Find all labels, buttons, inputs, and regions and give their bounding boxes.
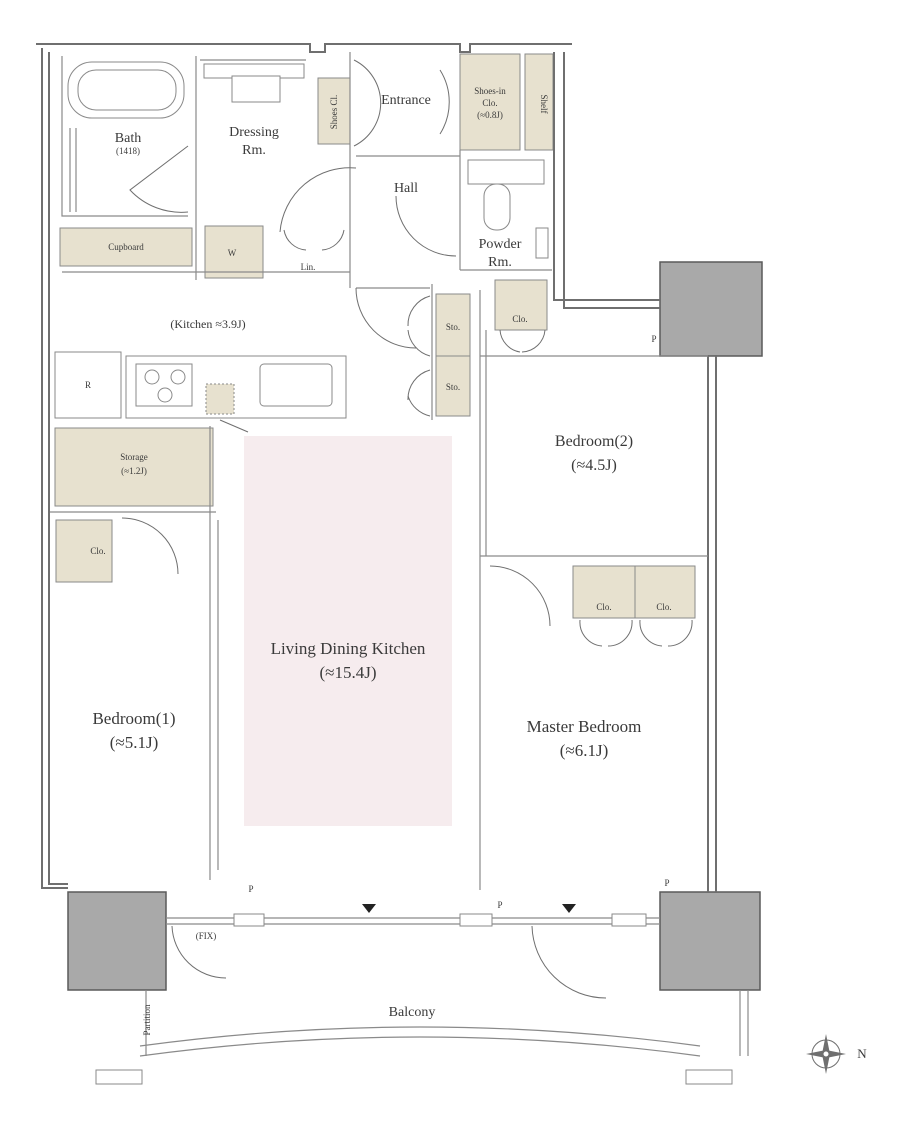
shoes-cl-label: Shoes Cl. (329, 95, 339, 130)
bedroom2-size: (≈4.5J) (571, 457, 617, 474)
bath-size: (1418) (116, 146, 140, 156)
window-markers (362, 904, 576, 913)
bedroom1-label: Bedroom(1) (92, 709, 175, 728)
sto-label-2: Sto. (446, 382, 460, 392)
clo-bedroom1-label: Clo. (90, 546, 105, 556)
hall-label: Hall (394, 181, 418, 196)
clo-master-label-2: Clo. (656, 602, 671, 612)
dressing-label-2: Rm. (242, 143, 266, 158)
interior-walls (50, 52, 708, 890)
entrance-label: Entrance (381, 93, 431, 108)
storage-label: Storage (120, 452, 148, 462)
door-swings (121, 59, 693, 999)
pipe-space-label-mid: P (497, 900, 502, 910)
compass-icon (806, 1034, 846, 1074)
master-bedroom-label: Master Bedroom (527, 717, 642, 736)
bath-label: Bath (115, 131, 141, 146)
vanity (203, 63, 305, 103)
bathtub (67, 61, 185, 212)
balcony-label: Balcony (389, 1005, 436, 1020)
pipe-space-label-top: P (651, 334, 656, 344)
clo-master-label-1: Clo. (596, 602, 611, 612)
bedroom2-label: Bedroom(2) (555, 433, 633, 450)
dressing-label: Dressing (229, 125, 279, 140)
powder-label-2: Rm. (488, 255, 512, 270)
balcony-rail (95, 990, 749, 1085)
storage-fills (54, 53, 696, 619)
bedroom1-size: (≈5.1J) (110, 733, 159, 752)
pipe-space-label-right: P (664, 878, 669, 888)
shoes-in-clo: Clo. (482, 98, 497, 108)
compass-north-label: N (857, 1046, 867, 1061)
kitchen-label: (Kitchen ≈3.9J) (170, 317, 245, 331)
ldk-label: Living Dining Kitchen (271, 639, 426, 658)
shoes-in-size: (≈0.8J) (477, 110, 503, 120)
powder-label: Powder (479, 237, 522, 252)
master-bedroom-size: (≈6.1J) (560, 741, 609, 760)
ldk-size: (≈15.4J) (319, 663, 376, 682)
partition-label: Partition (142, 1004, 152, 1035)
fix-window-label: (FIX) (196, 931, 217, 941)
refrigerator-label: R (85, 380, 91, 390)
shoes-in-label: Shoes-in (474, 86, 506, 96)
toilet (467, 159, 549, 259)
sto-label-1: Sto. (446, 322, 460, 332)
w-label: W (228, 248, 237, 258)
cupboard-label: Cupboard (108, 242, 144, 252)
pillars (67, 261, 763, 991)
clo-bedroom2-label: Clo. (512, 314, 527, 324)
pipe-space-label-left: P (248, 884, 253, 894)
lin-label: Lin. (301, 262, 316, 272)
kitchen-counter (54, 351, 347, 419)
storage-size: (≈1.2J) (121, 466, 147, 476)
ldk-floor-area (244, 436, 452, 826)
outer-walls (36, 43, 717, 927)
shelf-label: Shelf (539, 95, 549, 114)
